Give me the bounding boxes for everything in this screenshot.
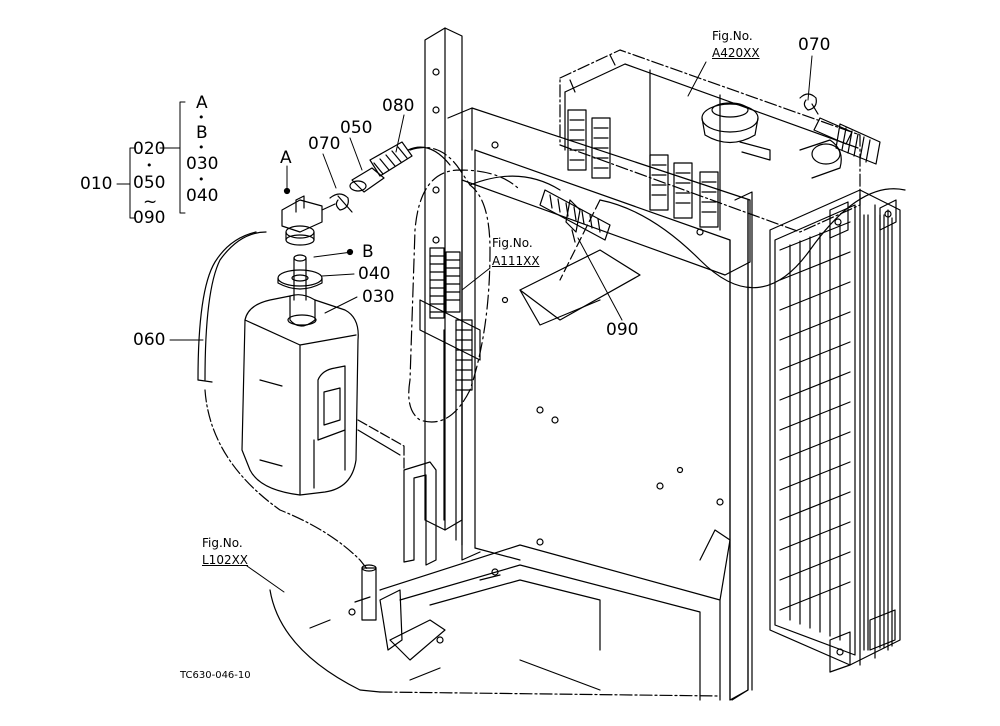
ref-label-b-group: B xyxy=(196,123,208,143)
callout-b: B xyxy=(362,242,374,262)
washer-040 xyxy=(277,269,323,290)
separator-dot-3: • xyxy=(198,141,205,154)
frame-front-post xyxy=(729,191,753,701)
fig-ref-label-l102: Fig.No. xyxy=(202,536,243,550)
separator-dot-1: • xyxy=(146,159,153,172)
part-label-070-left: 070 xyxy=(308,134,341,154)
part-label-030-group: 030 xyxy=(186,154,219,174)
part-label-030: 030 xyxy=(362,287,395,307)
radiator-top-grille xyxy=(567,109,719,228)
part-label-020: 020 xyxy=(133,139,166,159)
part-label-070-right: 070 xyxy=(798,35,831,55)
fig-ref-label-a111: Fig.No. xyxy=(492,236,533,250)
frame-floor xyxy=(379,529,731,701)
part-label-060: 060 xyxy=(133,330,166,350)
hose-spring-clips xyxy=(419,247,481,546)
callout-a: A xyxy=(280,148,292,168)
tank-bracket xyxy=(357,419,437,651)
radiator-top-tank xyxy=(559,49,861,233)
fig-ref-label-a420: Fig.No. xyxy=(712,29,753,43)
platform-outline xyxy=(269,589,721,697)
fig-ref-a111xx: A111XX xyxy=(492,254,540,268)
radiator-outlet-pipe xyxy=(799,139,842,179)
part-label-050-group: 050 xyxy=(133,173,166,193)
hose-060 xyxy=(197,231,377,621)
separator-dot-4: • xyxy=(198,173,205,186)
leader-lines xyxy=(116,55,813,593)
part-label-050: 050 xyxy=(340,118,373,138)
fig-ref-l102xx: L102XX xyxy=(202,553,249,567)
part-label-090-group: 090 xyxy=(133,208,166,228)
part-label-040-group: 040 xyxy=(186,186,219,206)
separator-tilde: ~ xyxy=(143,192,158,212)
tube-b xyxy=(293,254,307,301)
hose-fitting-090 xyxy=(519,189,641,326)
spring-080 xyxy=(369,141,451,177)
clip-070-left xyxy=(329,193,353,213)
part-label-040: 040 xyxy=(358,264,391,284)
fig-ref-a420xx: A420XX xyxy=(712,46,760,60)
reserve-tank-030 xyxy=(241,294,359,496)
pipe-050 xyxy=(349,167,385,193)
tank-cap-fitting xyxy=(281,195,336,246)
part-label-010: 010 xyxy=(80,174,113,194)
part-label-090: 090 xyxy=(606,320,639,340)
separator-dot-2: • xyxy=(198,111,205,124)
ref-dots xyxy=(283,187,354,256)
frame-support-panel xyxy=(447,107,751,701)
radiator-cap xyxy=(701,102,771,161)
drawing-id: TC630-046-10 xyxy=(180,670,251,681)
ref-label-a-group: A xyxy=(196,93,208,113)
clip-070-right xyxy=(799,93,881,165)
overflow-hose-loop xyxy=(408,146,906,423)
part-label-080: 080 xyxy=(382,96,415,116)
radiator-core xyxy=(769,189,901,673)
